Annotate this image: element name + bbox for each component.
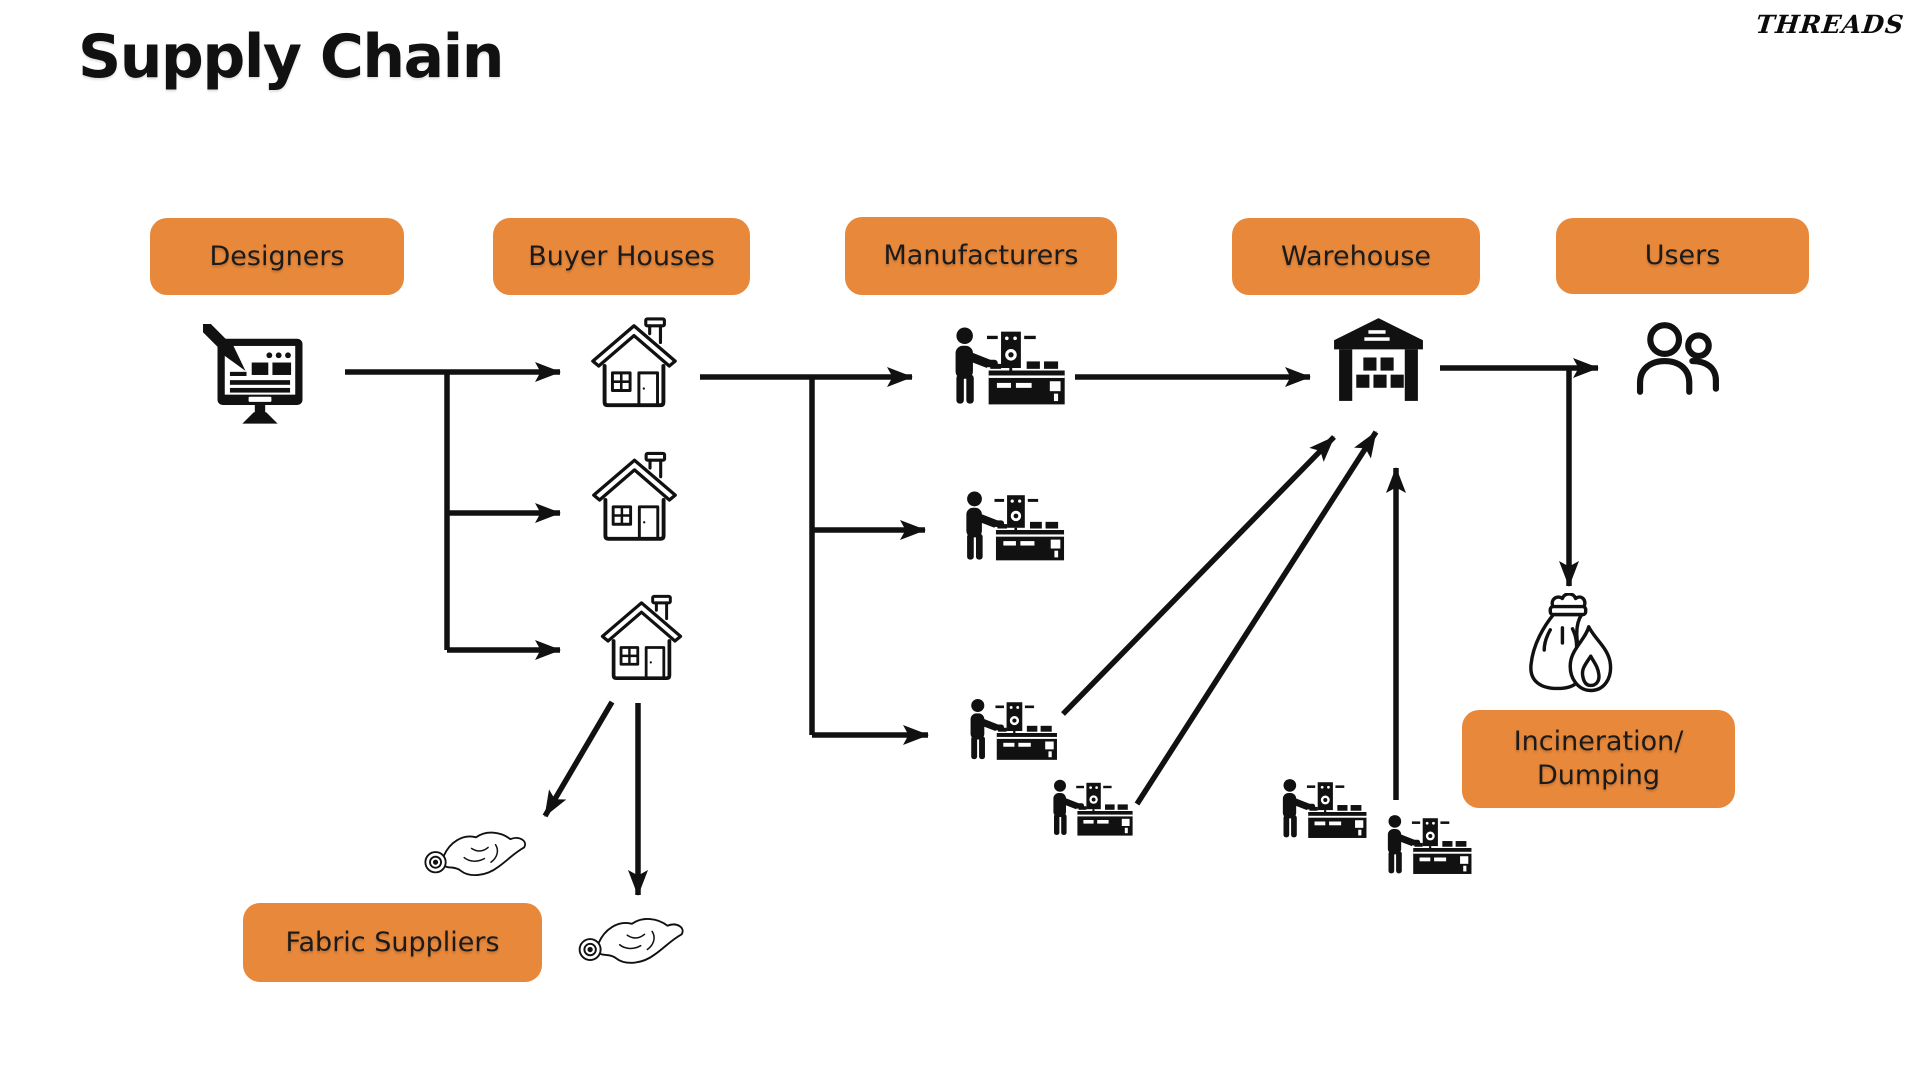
stage-label-designers: Designers xyxy=(150,218,404,295)
incineration-label-line2: Dumping xyxy=(1536,760,1661,791)
stage-label-warehouse: Warehouse xyxy=(1232,218,1480,295)
people-icon xyxy=(1627,318,1731,400)
page-title: Supply Chain xyxy=(78,22,504,92)
sewing-workstation-icon xyxy=(1379,812,1474,884)
sewing-workstation-icon xyxy=(1045,777,1135,845)
sewing-workstation-icon xyxy=(944,325,1068,416)
fabric-roll-icon xyxy=(572,906,696,974)
brand-logo: THREADS xyxy=(1754,10,1906,39)
arrow-manufacturer3-to-warehouse xyxy=(1061,435,1336,716)
incineration-label-line1: Incineration/ xyxy=(1513,726,1684,758)
arrow-house3-to-fabric1 xyxy=(542,700,615,818)
sewing-workstation-icon xyxy=(956,489,1067,571)
warehouse-building-icon xyxy=(1328,316,1429,403)
house-icon xyxy=(595,593,688,689)
house-icon xyxy=(586,451,683,549)
arrow-manufacturer4-to-warehouse xyxy=(1134,430,1379,806)
trash-bag-fire-icon xyxy=(1524,593,1615,699)
stage-label-manufacturers: Manufacturers xyxy=(845,217,1117,295)
sewing-workstation-icon xyxy=(1274,774,1369,850)
stage-label-incineration-dumping: Incineration/ Dumping xyxy=(1462,710,1735,808)
sewing-workstation-icon xyxy=(957,697,1064,769)
stage-label-fabric-suppliers: Fabric Suppliers xyxy=(243,903,542,982)
stage-label-buyer-houses: Buyer Houses xyxy=(493,218,750,295)
house-icon xyxy=(585,316,683,416)
design-monitor-pen-icon xyxy=(203,324,317,428)
stage-label-users: Users xyxy=(1556,218,1809,294)
fabric-roll-icon xyxy=(418,820,538,886)
